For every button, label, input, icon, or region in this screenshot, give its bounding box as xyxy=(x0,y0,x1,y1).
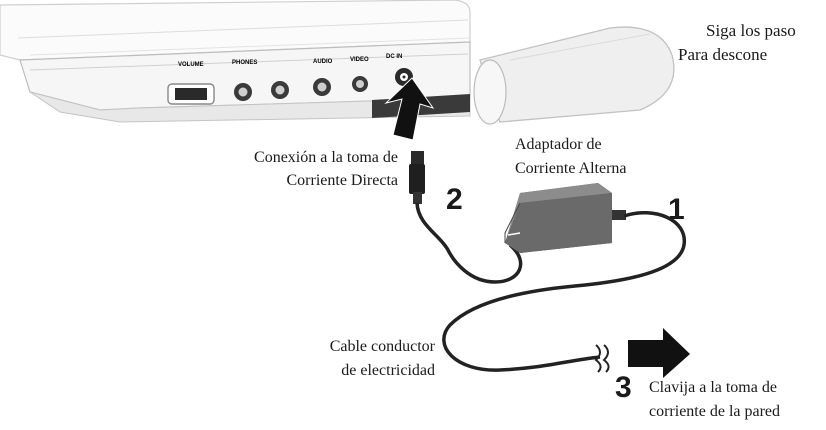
port-label-dc-in: DC IN xyxy=(386,54,402,60)
intro-line-2: Para descone xyxy=(678,45,768,64)
dc-plug xyxy=(409,151,523,284)
port-label-video: VIDEO xyxy=(350,57,369,63)
wall-plug-label-line-1: Clavija a la toma de xyxy=(649,379,777,396)
intro-line-1: Siga los paso xyxy=(706,21,796,40)
dc-connection-label-line-1: Conexión a la toma de xyxy=(254,149,398,166)
port-label-volume: VOLUME xyxy=(178,62,204,68)
port-label-audio: AUDIO xyxy=(313,59,333,65)
power-cable xyxy=(442,211,686,372)
step-number-3: 3 xyxy=(615,371,632,404)
wall-arrow xyxy=(628,328,690,378)
wall-plug-label-line-2: corriente de la pared xyxy=(649,403,781,420)
step-number-2: 2 xyxy=(446,183,463,216)
step-number-1: 1 xyxy=(668,193,685,226)
ac-adapter xyxy=(504,183,626,253)
dc-connection-label-line-2: Corriente Directa xyxy=(286,172,399,189)
insert-arrow xyxy=(384,77,435,141)
cable-label-line-2: de electricidad xyxy=(341,362,435,379)
port-label-phones: PHONES xyxy=(232,60,257,66)
adapter-label-line-2: Corriente Alterna xyxy=(515,160,627,177)
adapter-label-line-1: Adaptador de xyxy=(515,136,602,153)
dvd-player: VOLUME PHONES AUDIO VIDEO DC IN xyxy=(0,0,675,125)
cable-label-line-1: Cable conductor xyxy=(329,338,435,355)
